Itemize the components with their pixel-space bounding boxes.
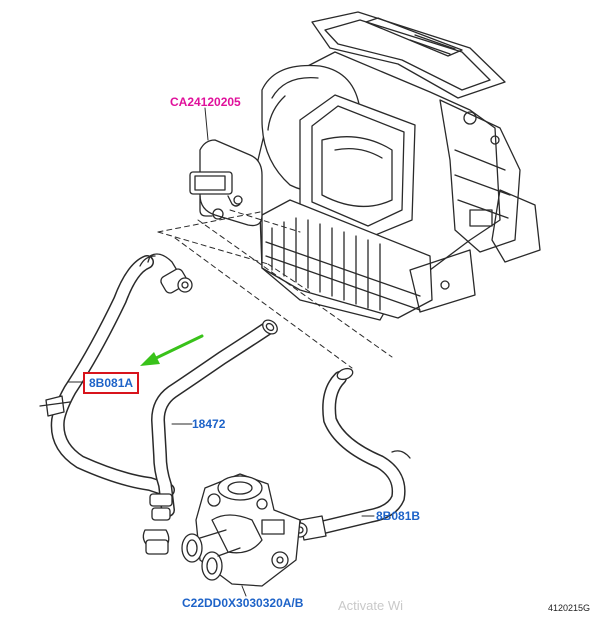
callout-heater-unit: CA24120205 <box>170 95 241 109</box>
hose-8b081a <box>39 253 193 497</box>
hose-18472 <box>142 319 278 555</box>
hose-8b081b <box>292 367 411 541</box>
callout-hose-mid: 18472 <box>192 417 226 431</box>
heater-core-connector <box>189 139 263 227</box>
alignment-lines <box>157 209 393 369</box>
callout-hose-b: 8B081B <box>376 509 421 523</box>
figure-id: 4120215G <box>548 603 591 613</box>
leader-lines <box>67 107 375 597</box>
hvac-unit <box>257 11 541 321</box>
callout-thermostat-housing: C22DD0X3030320A/B <box>182 596 304 610</box>
watermark-text: Activate Wi <box>338 598 404 613</box>
green-arrow-icon <box>140 334 204 366</box>
callout-hose-a: 8B081A <box>83 372 140 394</box>
thermostat-housing <box>181 473 301 587</box>
